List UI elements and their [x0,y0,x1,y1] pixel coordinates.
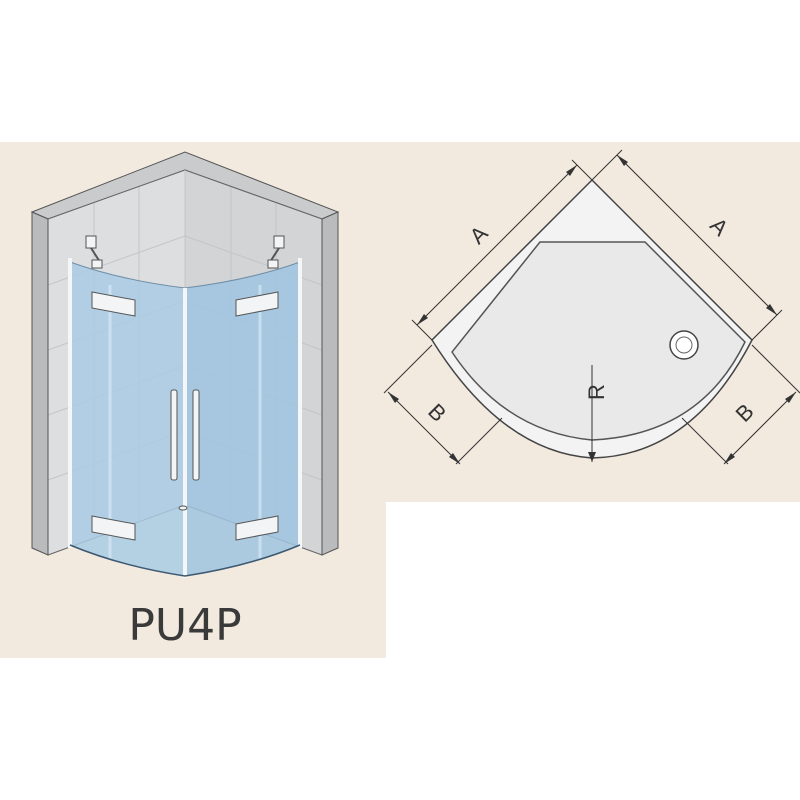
plan-view-drawing: R A A B [383,149,800,465]
wall-bracket-left [85,235,103,269]
model-label: PU4P [128,600,241,651]
wall-bracket-right [267,235,285,269]
radius-arrowhead [588,452,596,462]
enclosure-illustration: PU4P [30,151,340,651]
hinge-top-left [91,291,136,317]
hinge-bottom-left [91,515,136,541]
hinge-top-right [235,291,279,317]
bottom-curve [69,544,301,577]
door-handle-left[interactable] [170,389,178,481]
side-wall-left [31,211,49,556]
hinge-bottom-right [235,515,279,541]
door-handle-right[interactable] [192,389,200,481]
drain-icon [178,505,188,511]
radius-label: R [584,384,609,400]
side-wall-right [321,211,339,556]
drain-inner [675,336,693,354]
